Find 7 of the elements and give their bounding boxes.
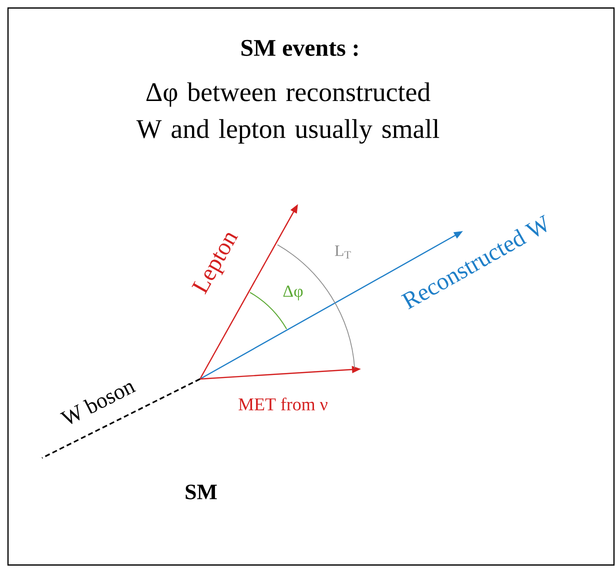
panel-label: SM	[186, 484, 217, 500]
title: SM events :	[242, 40, 358, 56]
angle-label: Δφ	[283, 286, 303, 300]
vector-label: W boson	[60, 383, 136, 424]
arc-label: L$_{T}$	[334, 245, 351, 258]
subtitle-text: Δφ between reconstructed W and lepton usually small	[136, 82, 440, 144]
vector-label: MET from ν	[238, 398, 328, 410]
